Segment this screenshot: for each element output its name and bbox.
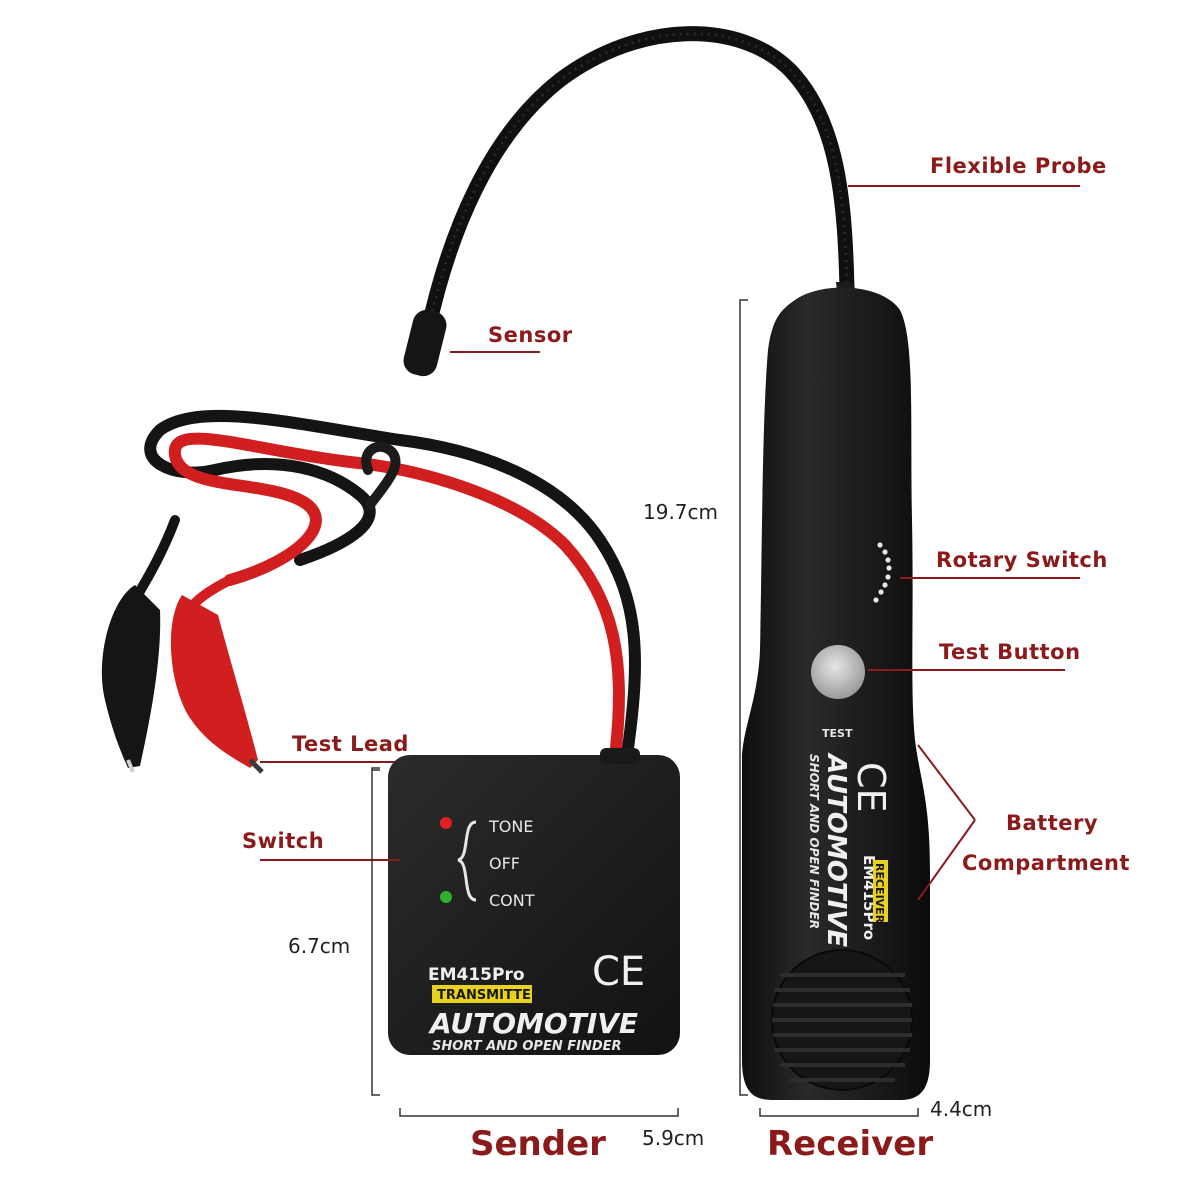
switch-bracket [457, 820, 477, 902]
callout-sensor: Sensor [488, 323, 573, 347]
sender-unit-type: TRANSMITTER [437, 988, 541, 1003]
dimension-receiver-height: 19.7cm [643, 500, 719, 524]
switch-label-off: OFF [489, 854, 520, 873]
receiver-test-label: TEST [822, 727, 853, 740]
switch-label-cont: CONT [489, 891, 535, 910]
rotary-switch-indicator [873, 542, 892, 603]
led-red-indicator [440, 817, 452, 829]
sender-model: EM415Pro [428, 965, 525, 985]
alligator-clip-red [170, 595, 264, 774]
test-lead-wires [130, 410, 641, 754]
dimension-sender-height: 6.7cm [288, 934, 351, 958]
sensor-tip [403, 309, 447, 377]
switch-label-tone: TONE [488, 817, 533, 836]
callout-flexible-probe: Flexible Probe [930, 154, 1107, 178]
sender-brand: AUTOMOTIVE [428, 1007, 638, 1040]
sender-subtitle: SHORT AND OPEN FINDER [432, 1039, 622, 1054]
sender-device: TONE OFF CONT CE EM415Pro TRANSMITTER AU… [388, 748, 680, 1055]
dimension-receiver-width: 4.4cm [930, 1097, 993, 1121]
speaker-grille [771, 949, 913, 1091]
alligator-clip-black [101, 585, 161, 773]
receiver-device: TEST CE AUTOMOTIVE SHORT AND OPEN FINDER… [742, 282, 930, 1100]
callout-rotary-switch: Rotary Switch [936, 548, 1108, 572]
receiver-brand: AUTOMOTIVE [821, 752, 851, 947]
callout-test-button: Test Button [939, 640, 1081, 664]
receiver-subtitle: SHORT AND OPEN FINDER [807, 754, 821, 929]
sender-ce-mark: CE [592, 949, 645, 995]
caption-receiver: Receiver [767, 1124, 934, 1164]
leader-lines [260, 185, 1080, 901]
caption-sender: Sender [470, 1124, 606, 1164]
receiver-unit-type: RECEIVER [873, 863, 886, 924]
dimension-brackets [371, 299, 919, 1117]
callout-compartment: Compartment [962, 851, 1130, 875]
test-button[interactable] [811, 645, 865, 699]
dimension-sender-width: 5.9cm [642, 1126, 705, 1150]
receiver-ce-mark: CE [849, 762, 893, 813]
led-green-indicator [440, 891, 452, 903]
flexible-probe [420, 26, 855, 338]
callout-switch: Switch [242, 829, 325, 853]
callout-test-lead: Test Lead [292, 732, 409, 756]
callout-battery: Battery [1006, 811, 1099, 835]
